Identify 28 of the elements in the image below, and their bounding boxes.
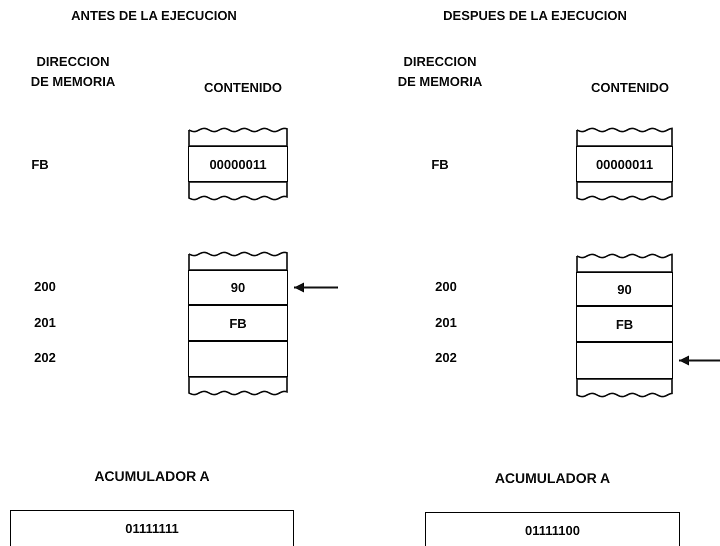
- pointer-arrow: [679, 356, 720, 366]
- memory-cell: [188, 341, 288, 377]
- column-heading: CONTENIDO: [204, 79, 282, 97]
- memory-cell: 90: [188, 270, 288, 305]
- panel-heading: DESPUES DE LA EJECUCION: [443, 7, 627, 25]
- column-heading: CONTENIDO: [591, 79, 669, 97]
- memory-cell: FB: [188, 305, 288, 341]
- register-label: ACUMULADOR A: [93, 468, 211, 484]
- memory-cell: 00000011: [576, 146, 673, 182]
- memory-address: 200: [435, 278, 457, 296]
- register-box: 01111100: [425, 512, 680, 546]
- memory-address: 202: [34, 349, 56, 367]
- memory-address: 201: [34, 314, 56, 332]
- memory-address: 200: [34, 278, 56, 296]
- memory-cell: FB: [576, 306, 673, 342]
- column-heading: DIRECCION DE MEMORIA: [30, 53, 116, 91]
- register-label: ACUMULADOR A: [494, 470, 612, 486]
- pointer-arrow: [294, 282, 338, 292]
- memory-address: FB: [31, 156, 49, 174]
- panel-heading: ANTES DE LA EJECUCION: [71, 7, 237, 25]
- memory-address: 202: [435, 349, 457, 367]
- memory-cell: 90: [576, 272, 673, 306]
- memory-cell: 00000011: [188, 146, 288, 182]
- memory-address: FB: [431, 156, 449, 174]
- register-box: 01111111: [10, 510, 294, 546]
- memory-cell: [576, 342, 673, 379]
- memory-address: 201: [435, 314, 457, 332]
- column-heading: DIRECCION DE MEMORIA: [396, 53, 484, 91]
